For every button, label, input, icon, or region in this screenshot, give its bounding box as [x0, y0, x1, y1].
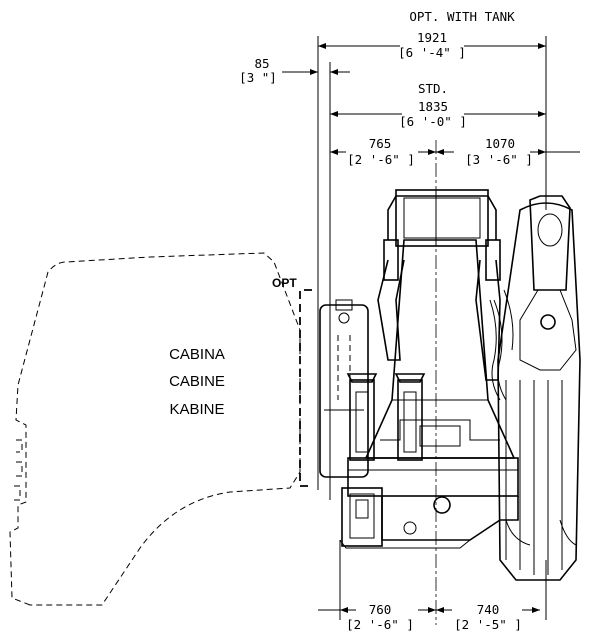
upper-right-mm: 1070	[485, 136, 515, 151]
stabilizer-cylinders	[346, 373, 426, 461]
cabin-label-it: CABINA	[169, 346, 225, 363]
dimension-lower-left: 760 [2 '-6" ]	[318, 602, 436, 632]
offset-mm: 85	[254, 56, 269, 71]
boom-head	[383, 189, 501, 281]
opt-label: OPT	[272, 276, 297, 290]
upper-left-mm: 765	[369, 136, 392, 151]
std-ft: [6 '-0" ]	[399, 114, 467, 129]
lower-left-ft: [2 '-6" ]	[346, 617, 414, 632]
dimension-upper-left: 765 [2 '-6" ]	[330, 136, 436, 167]
dimension-offset: 85 [3 "]	[239, 56, 350, 85]
hydraulic-hoses	[489, 289, 514, 401]
dimension-upper-right: 1070 [3 '-6" ]	[436, 136, 580, 167]
cabin-outline	[9, 252, 301, 606]
oil-tank	[319, 299, 369, 478]
dimension-opt-with-tank: OPT. WITH TANK 1921 [6 '-4" ]	[318, 9, 546, 60]
opt-with-tank-mm: 1921	[417, 30, 447, 45]
opt-with-tank-label: OPT. WITH TANK	[409, 9, 515, 24]
upper-left-ft: [2 '-6" ]	[347, 152, 415, 167]
std-label: STD.	[418, 81, 448, 96]
opt-bracket	[299, 289, 312, 487]
opt-with-tank-ft: [6 '-4" ]	[398, 45, 466, 60]
std-mm: 1835	[418, 99, 448, 114]
extension-lines	[317, 36, 547, 620]
upper-right-ft: [3 '-6" ]	[465, 152, 533, 167]
lower-right-mm: 740	[477, 602, 500, 617]
crane-column	[364, 239, 516, 459]
crane-base	[339, 457, 519, 549]
offset-ft: [3 "]	[239, 70, 277, 85]
dimension-std: STD. 1835 [6 '-0" ]	[330, 81, 546, 129]
dimension-lower-right: 740 [2 '-5" ]	[436, 602, 540, 632]
right-side-arm	[497, 195, 581, 581]
lower-left-mm: 760	[369, 602, 392, 617]
cabin-notches	[14, 439, 23, 501]
cabin-label-de: KABINE	[169, 401, 224, 418]
lower-right-ft: [2 '-5" ]	[454, 617, 522, 632]
cabin-label-fr: CABINE	[169, 373, 225, 390]
